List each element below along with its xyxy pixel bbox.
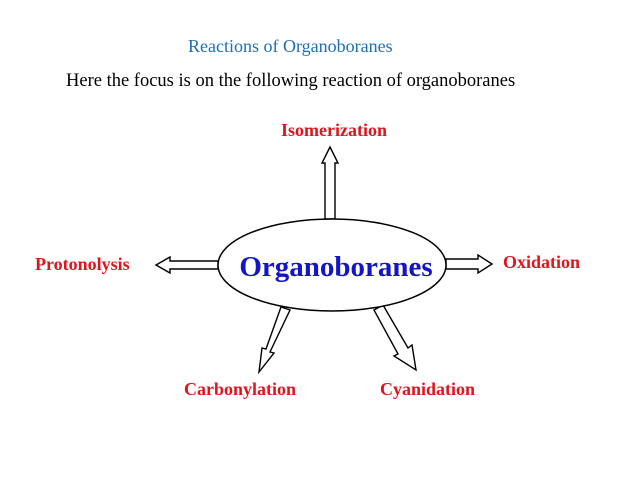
label-oxidation: Oxidation [503, 252, 580, 272]
label-isomerization: Isomerization [281, 120, 387, 140]
arrow-left [154, 255, 219, 275]
center-ellipse [217, 218, 447, 312]
slide-subtitle: Here the focus is on the following react… [66, 71, 515, 91]
label-protonolysis: Protonolysis [35, 254, 130, 274]
arrow-up [320, 145, 340, 220]
arrow-down-right [373, 304, 417, 372]
label-carbonylation: Carbonylation [184, 379, 296, 399]
center-label: Organoboranes [239, 251, 432, 283]
arrow-down-left [257, 306, 291, 375]
slide-title: Reactions of Organoboranes [188, 36, 393, 56]
arrow-right [445, 253, 494, 275]
label-cyanidation: Cyanidation [380, 379, 475, 399]
